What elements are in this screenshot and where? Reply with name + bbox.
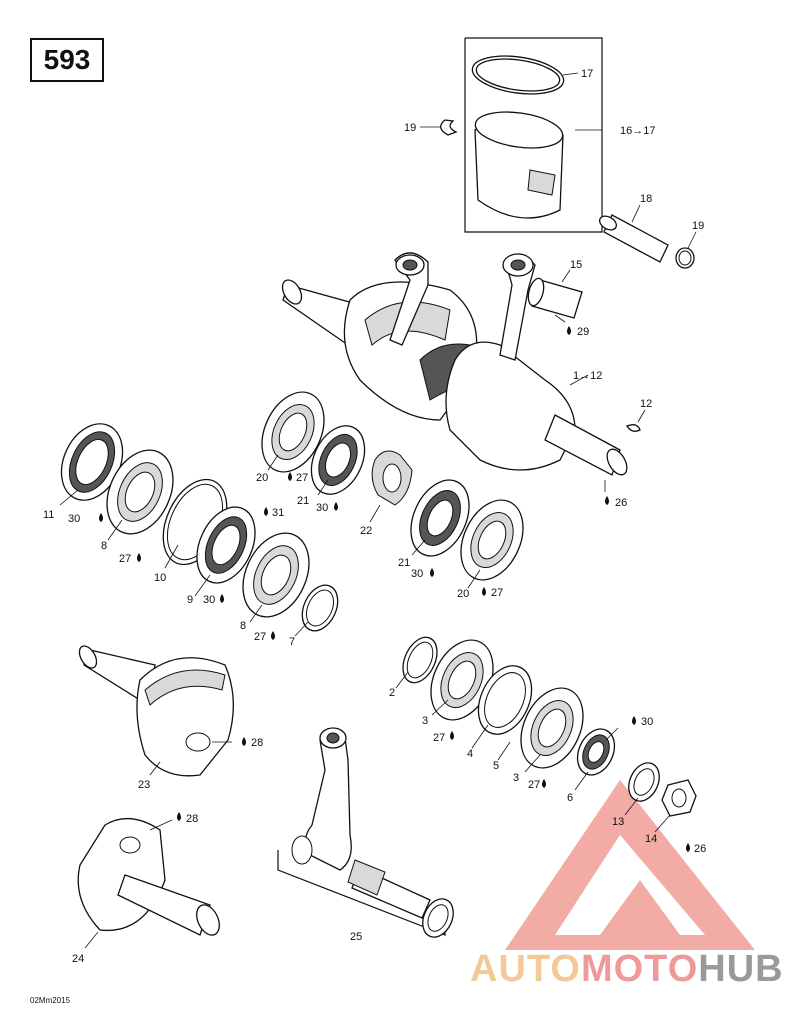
crankshaft-assembly	[281, 252, 646, 492]
callout-21: 21	[297, 495, 309, 507]
half-crankshaft-24	[77, 818, 220, 936]
callout-20: 20	[256, 472, 268, 484]
callout-27: 27	[296, 472, 308, 484]
left-seal-bearing-group	[60, 423, 339, 632]
right-lower-bearing-group	[402, 636, 697, 817]
drop-icon	[567, 326, 571, 335]
callout-30: 30	[641, 716, 653, 728]
drop-icon	[288, 472, 292, 481]
callout-8: 8	[101, 540, 107, 552]
drop-icon	[242, 737, 246, 746]
drop-icon	[264, 507, 268, 516]
callout-3: 3	[513, 772, 519, 784]
callout-30: 30	[68, 513, 80, 525]
callout-labels: 17 16→17 19 18 19 15 29 1→12 12 26 11 30…	[43, 68, 706, 965]
leader-lines	[59, 454, 671, 949]
callout-6: 6	[567, 792, 573, 804]
drop-icon	[271, 631, 275, 640]
lubricant-drop-icons	[99, 326, 690, 852]
callout-21: 21	[398, 557, 410, 569]
page-number-box: 593	[30, 38, 104, 82]
callout-30: 30	[316, 502, 328, 514]
drop-icon	[177, 812, 181, 821]
callout-28: 28	[186, 813, 198, 825]
callout-4: 4	[467, 748, 473, 760]
callout-15: 15	[570, 259, 582, 271]
callout-2: 2	[389, 687, 395, 699]
drop-icon	[430, 568, 434, 577]
callout-7: 7	[289, 636, 295, 648]
callout-27: 27	[254, 631, 266, 643]
callout-20: 20	[457, 588, 469, 600]
callout-5: 5	[493, 760, 499, 772]
watermark-triangle-logo	[505, 780, 755, 950]
footer-code: 02Mm2015	[30, 996, 71, 1005]
callout-12: 12	[640, 398, 652, 410]
connecting-rod-25	[277, 727, 454, 938]
half-crankshaft-23	[78, 645, 234, 777]
drop-icon	[482, 587, 486, 596]
middle-bearing-group	[261, 391, 524, 581]
callout-17: 17	[581, 68, 593, 80]
drop-icon	[334, 502, 338, 511]
callout-22: 22	[360, 525, 372, 537]
watermark-brand: AUTOMOTOHUB	[470, 948, 784, 990]
callout-26: 26	[694, 843, 706, 855]
callout-16-17: 16→17	[620, 125, 655, 137]
callout-19: 19	[692, 220, 704, 232]
callout-1-12: 1→12	[573, 370, 602, 382]
drop-icon	[220, 594, 224, 603]
piston-group	[420, 37, 603, 233]
drop-icon	[605, 496, 609, 505]
callout-26: 26	[615, 497, 627, 509]
callout-29: 29	[577, 326, 589, 338]
callout-13: 13	[612, 816, 624, 828]
wrist-pin-group	[598, 204, 697, 269]
callout-14: 14	[645, 833, 657, 845]
callout-24: 24	[72, 953, 84, 965]
callout-28: 28	[251, 737, 263, 749]
drop-icon	[450, 731, 454, 740]
callout-18: 18	[640, 193, 652, 205]
drop-icon	[686, 843, 690, 852]
callout-11: 11	[43, 509, 54, 521]
drop-icon	[632, 716, 636, 725]
callout-8: 8	[240, 620, 246, 632]
callout-25: 25	[350, 931, 362, 943]
callout-27: 27	[119, 553, 131, 565]
callout-19: 19	[404, 122, 416, 134]
drop-icon	[99, 513, 103, 522]
drop-icon	[542, 779, 546, 788]
drop-icon	[137, 553, 141, 562]
needle-bearing-15	[527, 269, 583, 323]
callout-27: 27	[491, 587, 503, 599]
callout-9: 9	[187, 594, 193, 606]
callout-3: 3	[422, 715, 428, 727]
callout-30: 30	[203, 594, 215, 606]
callout-30: 30	[411, 568, 423, 580]
callout-10: 10	[154, 572, 166, 584]
callout-27: 27	[433, 732, 445, 744]
callout-31: 31	[272, 507, 284, 519]
callout-27: 27	[528, 779, 540, 791]
callout-23: 23	[138, 779, 150, 791]
